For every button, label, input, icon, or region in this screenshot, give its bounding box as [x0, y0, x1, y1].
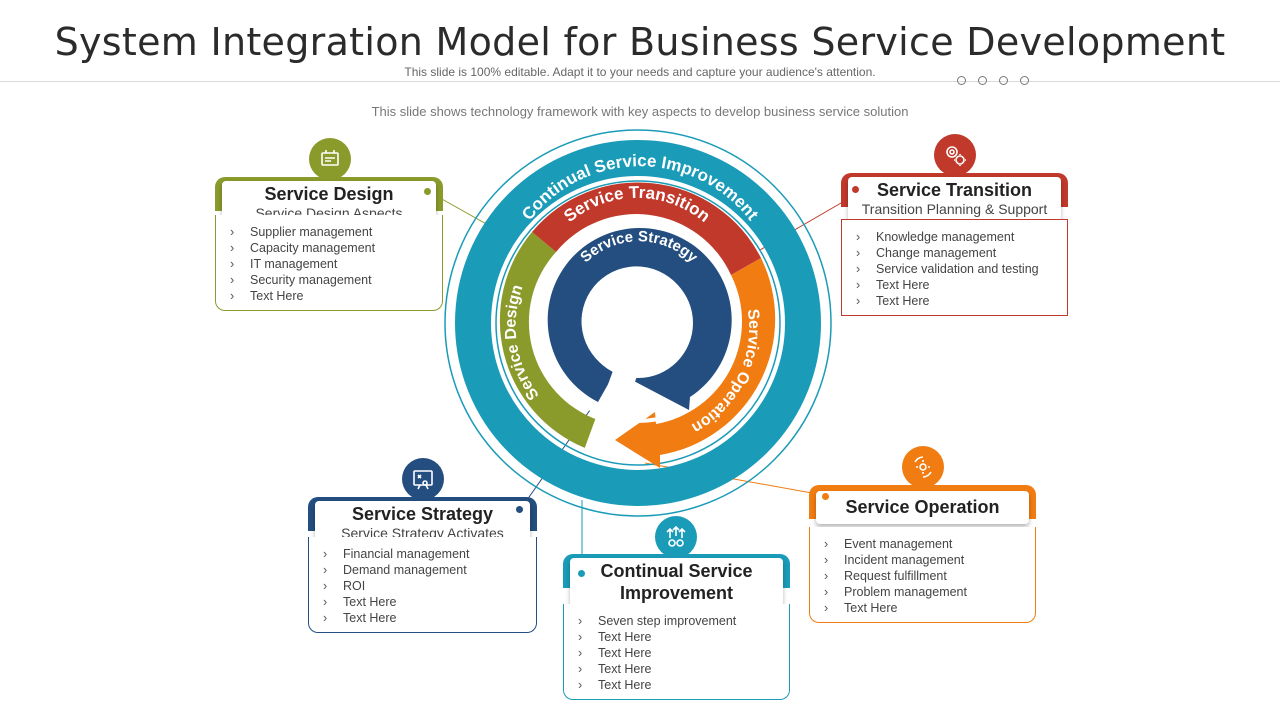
connector-dot	[852, 186, 859, 193]
list-item: Text Here	[578, 629, 781, 645]
dot	[999, 76, 1008, 85]
strategy-arrow	[547, 227, 732, 410]
list-item: Text Here	[230, 288, 434, 304]
design-tools-icon	[309, 138, 351, 180]
list-item: Supplier management	[230, 224, 434, 240]
strategy-board-icon	[402, 458, 444, 500]
list-item: Request fulfillment	[824, 568, 1027, 584]
card-list: Financial management Demand management R…	[308, 537, 537, 633]
list-item: ROI	[323, 578, 528, 594]
dot	[1020, 76, 1029, 85]
card-list: Event management Incident management Req…	[809, 527, 1036, 623]
connector-dot	[424, 188, 431, 195]
page-title: System Integration Model for Business Se…	[54, 20, 1226, 64]
list-item: Capacity management	[230, 240, 434, 256]
outer-thin-ring	[444, 129, 832, 517]
editable-note: This slide is 100% editable. Adapt it to…	[404, 65, 876, 79]
title-divider	[0, 81, 1280, 82]
connector-dot	[578, 570, 585, 577]
card-list: Knowledge management Change management S…	[841, 219, 1068, 316]
growth-gears-icon	[655, 516, 697, 558]
list-item: Security management	[230, 272, 434, 288]
dot	[957, 76, 966, 85]
card-list: Seven step improvement Text Here Text He…	[563, 604, 790, 700]
card-list: Supplier management Capacity management …	[215, 215, 443, 311]
target-gears-icon	[934, 134, 976, 176]
card-title-box: Continual Service Improvement	[570, 558, 783, 606]
list-item: Seven step improvement	[578, 613, 781, 629]
list-item: Text Here	[856, 277, 1059, 293]
card-title-box: Service Transition Transition Planning &…	[848, 177, 1061, 221]
slide-subtitle: This slide shows technology framework wi…	[371, 104, 909, 119]
list-item: Service validation and testing	[856, 261, 1059, 277]
list-item: Text Here	[323, 594, 528, 610]
list-item: Change management	[856, 245, 1059, 261]
list-item: Text Here	[578, 677, 781, 693]
transition-segment	[532, 182, 761, 275]
diagonal-gap	[584, 368, 640, 450]
card-title: Service Transition	[876, 180, 1033, 200]
center-hole	[583, 268, 693, 378]
card-title: Service Operation	[845, 497, 1000, 517]
connector-dot	[516, 506, 523, 513]
card-subtitle: Transition Planning & Support	[861, 201, 1048, 217]
list-item: Incident management	[824, 552, 1027, 568]
list-item: Text Here	[824, 600, 1027, 616]
list-item: Problem management	[824, 584, 1027, 600]
card-title-line1: Continual Service	[600, 561, 753, 581]
improvement-ring	[455, 140, 821, 506]
list-item: Financial management	[323, 546, 528, 562]
list-item: Text Here	[856, 293, 1059, 309]
gear-cycle-icon	[902, 446, 944, 488]
inner-thin-ring	[495, 180, 781, 466]
card-title-box: Service Operation	[816, 491, 1029, 524]
gap-ring	[538, 223, 738, 423]
list-item: Demand management	[323, 562, 528, 578]
list-item: Text Here	[578, 661, 781, 677]
list-item: Text Here	[323, 610, 528, 626]
list-item: Text Here	[578, 645, 781, 661]
operation-arrow	[615, 258, 776, 468]
dot	[978, 76, 987, 85]
list-item: IT management	[230, 256, 434, 272]
card-title: Service Design	[264, 184, 394, 204]
slide-dots	[957, 76, 1029, 85]
design-segment	[499, 232, 598, 448]
card-title-line2: Improvement	[619, 583, 734, 603]
card-title: Service Strategy	[351, 504, 494, 524]
list-item: Knowledge management	[856, 229, 1059, 245]
list-item: Event management	[824, 536, 1027, 552]
connector-dot	[822, 493, 829, 500]
